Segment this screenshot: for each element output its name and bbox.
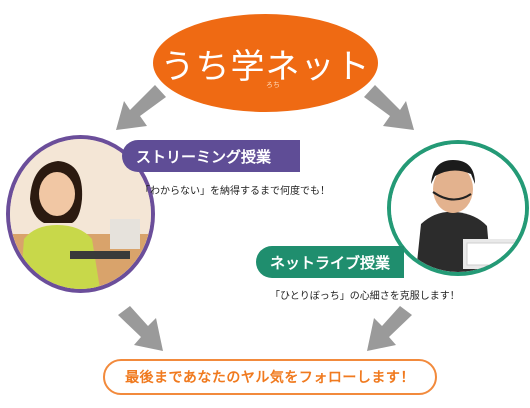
man-with-headset-icon	[391, 144, 525, 272]
arrow-top-left-icon	[116, 85, 166, 130]
logo-subtext: ろち	[266, 81, 280, 89]
logo-oval	[153, 14, 378, 112]
arrow-bottom-right-icon	[367, 306, 412, 351]
slogan-box: 最後まであなたのヤル気をフォローします！	[103, 359, 437, 395]
streaming-label: ストリーミング授業	[122, 140, 300, 172]
streaming-caption: 「わからない」を納得するまで何度でも！	[140, 186, 330, 197]
live-caption: 「ひとりぼっち」の心細さを克服します！	[270, 291, 460, 302]
logo-title: うち学ネット	[160, 46, 371, 87]
arrow-top-right-icon	[364, 85, 414, 130]
live-label: ネットライブ授業	[256, 246, 404, 278]
live-photo	[387, 140, 529, 276]
arrow-bottom-left-icon	[118, 306, 163, 351]
